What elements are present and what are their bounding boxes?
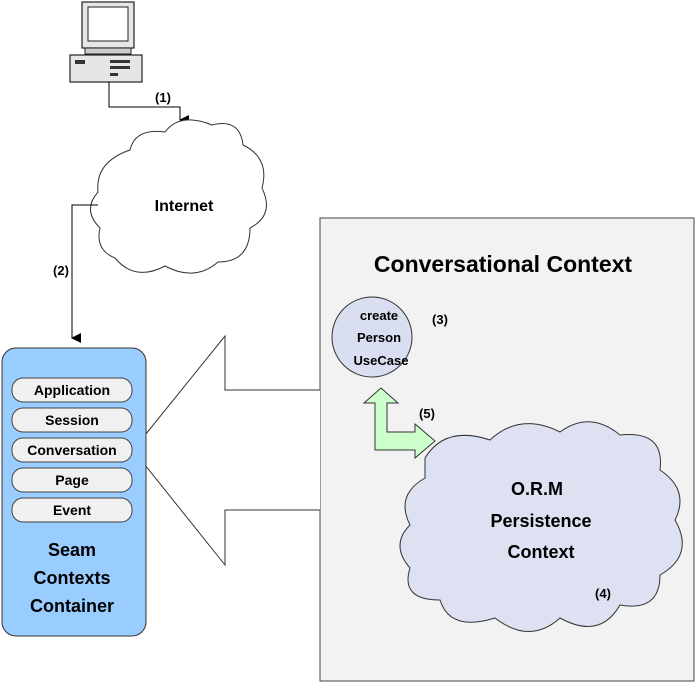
container-label-line-1: Seam bbox=[48, 540, 96, 560]
container-label-line-2: Contexts bbox=[33, 568, 110, 588]
usecase-label-line-3: UseCase bbox=[354, 353, 409, 368]
scope-pill-event: Event bbox=[11, 497, 133, 523]
orm-label-line-1: O.R.M bbox=[511, 479, 563, 499]
usecase-label-line-2: Person bbox=[357, 330, 401, 345]
step-2-label: (2) bbox=[53, 263, 69, 278]
orm-persistence-cloud bbox=[399, 421, 683, 632]
step-5-label: (5) bbox=[419, 406, 435, 421]
connector-internet-container bbox=[71, 204, 98, 343]
usecase-label-line-1: create bbox=[360, 308, 398, 323]
orm-label-line-3: Context bbox=[508, 542, 575, 562]
scope-pill-session: Session bbox=[11, 407, 133, 433]
scope-label-application: Application bbox=[34, 382, 110, 398]
orm-label-line-2: Persistence bbox=[490, 511, 591, 531]
big-context-arrow bbox=[132, 334, 320, 567]
conversational-context-title: Conversational Context bbox=[374, 251, 632, 277]
internet-label: Internet bbox=[155, 198, 214, 215]
scope-label-session: Session bbox=[45, 412, 99, 428]
step-4-label: (4) bbox=[595, 586, 611, 601]
scope-label-page: Page bbox=[55, 472, 89, 488]
container-label-line-3: Container bbox=[30, 596, 114, 616]
internet-cloud bbox=[90, 119, 267, 274]
usecase-orm-arrow bbox=[362, 387, 436, 460]
connector-computer-internet bbox=[108, 82, 189, 125]
scope-pill-conversation: Conversation bbox=[11, 437, 133, 463]
step-1-label: (1) bbox=[155, 90, 171, 105]
computer-icon bbox=[69, 1, 143, 83]
scope-pill-application: Application bbox=[11, 377, 133, 403]
step-3-label: (3) bbox=[432, 312, 448, 327]
scope-label-event: Event bbox=[53, 502, 91, 518]
create-person-usecase-circle bbox=[331, 296, 413, 378]
scope-pill-page: Page bbox=[11, 467, 133, 493]
scope-label-conversation: Conversation bbox=[27, 442, 116, 458]
